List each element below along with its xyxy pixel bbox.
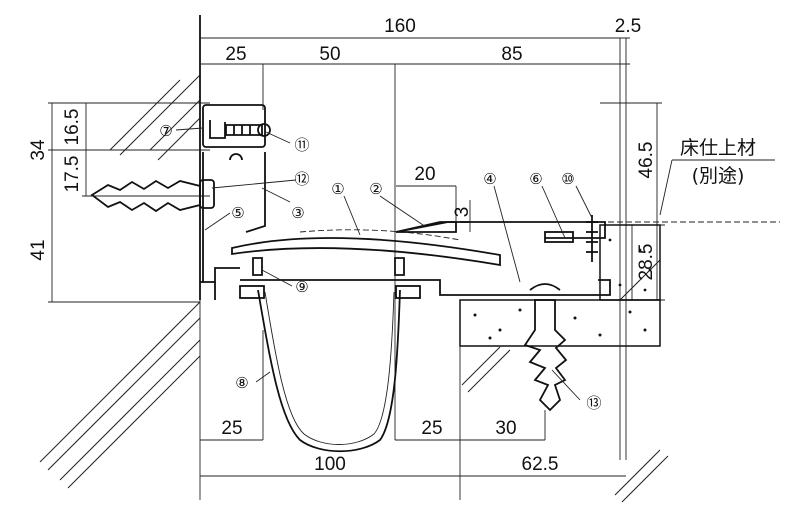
cover-plate (231, 237, 501, 267)
leader-lines (175, 127, 593, 401)
dim-bottom-30: 30 (495, 418, 516, 439)
dim-inner-3: 3 (452, 207, 473, 218)
callout-5: ⑤ (231, 204, 244, 222)
floor-slab-lower (459, 299, 661, 347)
floor-hatch-right (461, 259, 669, 503)
callout-10: ⑩ (561, 170, 574, 188)
bottom-dimension-lines (200, 330, 626, 500)
inner-dimension-lines (396, 185, 471, 232)
dim-left-34: 34 (28, 139, 49, 161)
dim-gap: 2.5 (615, 16, 641, 37)
dim-right-28-5: 28.5 (636, 244, 657, 281)
callout-8: ⑧ (235, 374, 248, 392)
callout-1: ① (331, 180, 344, 198)
callout-4: ④ (483, 170, 496, 188)
anchor-plug-left (90, 179, 215, 213)
callout-12: ⑫ (294, 170, 309, 188)
wall-frame-profile (200, 104, 266, 300)
dim-inner-20: 20 (414, 164, 435, 185)
dim-bottom-25-left: 25 (221, 418, 242, 439)
dim-left-17-5: 17.5 (62, 156, 83, 193)
dim-top-seg3: 85 (501, 44, 522, 65)
dim-top-seg2: 50 (319, 44, 340, 65)
note-leader (659, 159, 673, 216)
wall-hatch-upper (109, 74, 201, 161)
dim-left-16-5: 16.5 (62, 109, 83, 146)
callout-3: ③ (291, 204, 304, 222)
dim-bottom-62-5: 62.5 (522, 454, 559, 475)
dim-top-seg1: 25 (225, 44, 246, 65)
dim-total-width: 160 (384, 16, 416, 37)
callout-7: ⑦ (159, 122, 172, 140)
screw-vertical (586, 215, 598, 262)
callout-6: ⑥ (529, 170, 542, 188)
dim-bottom-25-right: 25 (421, 418, 442, 439)
wall-hatch-lower (39, 301, 201, 489)
dim-left-41: 41 (28, 239, 49, 260)
dim-bottom-100: 100 (314, 454, 346, 475)
screw-top (225, 123, 271, 137)
clip-left (239, 257, 265, 299)
callout-13: ⑬ (586, 394, 601, 412)
left-dimension-lines (48, 102, 210, 303)
callout-2: ② (369, 180, 382, 198)
anchor-bottom (523, 283, 568, 412)
note-by-others: (別途) (692, 165, 745, 187)
note-floor-finish: 床仕上材 (680, 137, 756, 159)
callout-9: ⑨ (295, 278, 308, 296)
dim-right-46-5: 46.5 (636, 142, 657, 179)
clip-right (394, 257, 421, 299)
rubber-membrane (257, 289, 401, 453)
callout-11: ⑪ (294, 136, 309, 154)
top-dimension-lines (200, 37, 630, 460)
